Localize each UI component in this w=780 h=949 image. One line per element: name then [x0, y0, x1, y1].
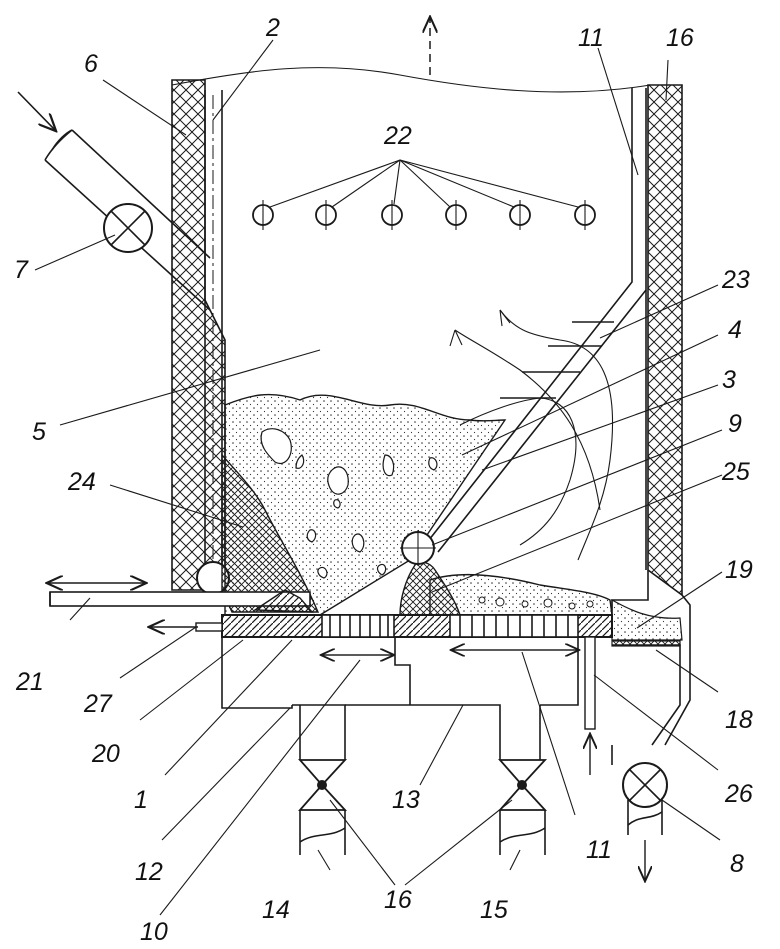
label-5: 5	[32, 418, 46, 446]
label-21: 21	[15, 668, 44, 696]
label-4: 4	[728, 316, 742, 344]
gas-flow-lines	[449, 309, 614, 561]
callout-labels: 2 6 7 5 22 11 16 23 4 3 9 24 25 19 21 27…	[14, 14, 753, 946]
flue-edge	[171, 67, 651, 93]
label-3: 3	[722, 366, 736, 394]
label-11-bottom: 11	[586, 836, 612, 864]
fuel-lumps	[260, 428, 438, 579]
left-insulation-wall	[171, 79, 226, 591]
slag-lumps	[478, 596, 594, 610]
label-26: 26	[724, 780, 753, 808]
label-20: 20	[91, 740, 120, 768]
label-16-top: 16	[666, 24, 694, 52]
label-7: 7	[14, 256, 29, 284]
label-8: 8	[730, 850, 744, 878]
secondary-air-nozzles	[252, 159, 596, 230]
label-10: 10	[140, 918, 168, 946]
label-19: 19	[725, 556, 753, 584]
ash-zone	[221, 453, 320, 613]
deflector-plates	[500, 321, 614, 399]
label-23: 23	[721, 266, 750, 294]
air-valves	[298, 759, 548, 855]
right-tube-screen	[424, 88, 647, 570]
label-1: 1	[134, 786, 148, 814]
label-14: 14	[262, 896, 290, 924]
air-boxes	[221, 637, 578, 760]
label-22: 22	[383, 122, 412, 150]
label-16-bottom: 16	[384, 886, 412, 914]
label-27: 27	[83, 690, 113, 718]
label-18: 18	[725, 706, 753, 734]
agitator-shaft	[400, 530, 436, 566]
grate	[150, 614, 613, 638]
label-24: 24	[67, 468, 96, 496]
label-15: 15	[480, 896, 508, 924]
right-insulation-wall	[647, 84, 683, 597]
label-9: 9	[728, 410, 742, 438]
fuel-chute	[17, 91, 211, 311]
label-2: 2	[265, 14, 280, 42]
leader-lines	[34, 39, 723, 916]
label-13: 13	[392, 786, 420, 814]
label-11-top: 11	[578, 24, 604, 52]
slag-layer	[429, 573, 613, 616]
pusher-rod	[48, 583, 314, 613]
label-6: 6	[84, 50, 98, 78]
slag-outlet	[585, 570, 691, 880]
label-25: 25	[721, 458, 750, 486]
fuel-bed	[224, 393, 507, 616]
label-12: 12	[135, 858, 163, 886]
